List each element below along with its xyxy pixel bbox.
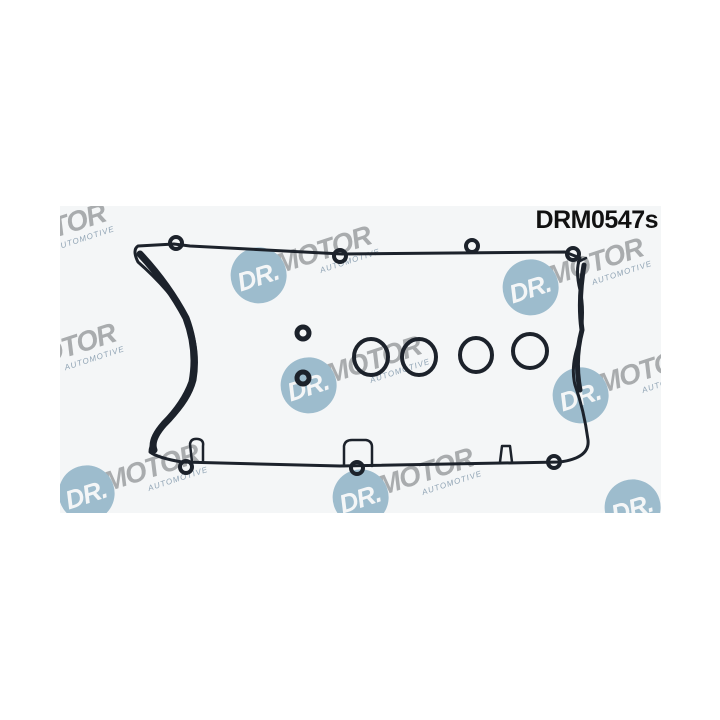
tube-seal-ring — [352, 337, 390, 377]
product-code-label: DRM0547s — [535, 206, 659, 234]
tube-seal-ring — [511, 332, 549, 370]
seal-rings — [294, 324, 549, 387]
small-o-ring — [294, 369, 312, 387]
tube-seal-ring — [458, 336, 494, 374]
valve-cover-gasket — [133, 242, 590, 468]
bolt-eyelets — [168, 235, 581, 476]
tube-seal-ring — [400, 337, 438, 377]
small-o-ring — [294, 324, 312, 342]
